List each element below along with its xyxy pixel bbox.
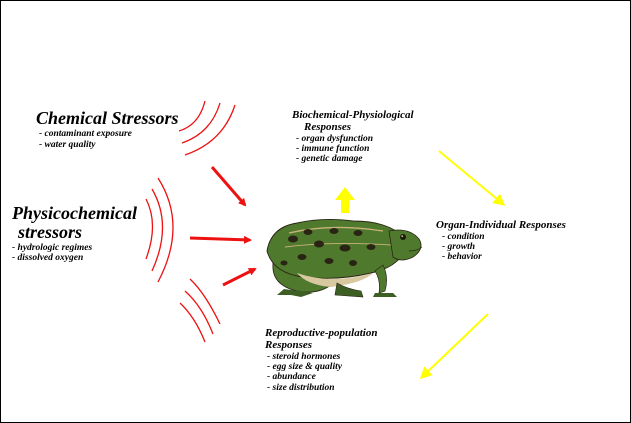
physicochemical-stressor-arcs	[146, 178, 173, 282]
stressor-arrows	[190, 167, 255, 285]
biochemical-title-line2: Responses	[292, 122, 414, 134]
chemical-stressors-title: Chemical Stressors	[36, 109, 179, 128]
chemical-stressors-block: Chemical Stressors - contaminant exposur…	[36, 109, 179, 150]
frog-icon	[267, 219, 422, 297]
physicochemical-item-1: - hydrologic regimes	[12, 243, 137, 253]
biochemical-item-1: - organ dysfunction	[292, 134, 414, 144]
physicochemical-title-line2: stressors	[12, 223, 137, 242]
physicochemical-title-line1: Physicochemical	[12, 204, 137, 223]
physicochemical-arrow	[190, 238, 250, 240]
physicochemical-item-2: - dissolved oxygen	[12, 253, 137, 263]
chemical-item-2: - water quality	[36, 140, 179, 150]
organ-item-2: - growth	[436, 242, 566, 252]
lower-stressor-arcs	[180, 279, 220, 342]
reproductive-title-line2: Responses	[265, 340, 377, 352]
reproductive-item-1: - steroid hormones	[265, 352, 377, 362]
organ-item-1: - condition	[436, 232, 566, 242]
biochemical-item-2: - immune function	[292, 144, 414, 154]
organ-item-3: - behavior	[436, 252, 566, 262]
up-response-arrow	[335, 187, 355, 213]
reproductive-item-3: - abundance	[265, 372, 377, 382]
reproductive-responses-block: Reproductive-population Responses - ster…	[265, 328, 377, 393]
chemical-item-1: - contaminant exposure	[36, 129, 179, 139]
lower-arrow	[223, 269, 255, 285]
reproductive-response-arrow	[422, 314, 488, 377]
chemical-arrow	[212, 167, 245, 205]
physicochemical-stressors-block: Physicochemical stressors - hydrologic r…	[12, 204, 137, 263]
organ-response-arrow	[439, 151, 503, 204]
reproductive-item-4: - size distribution	[265, 383, 377, 393]
chemical-stressor-arcs	[179, 101, 235, 155]
biochemical-item-3: - genetic damage	[292, 154, 414, 164]
organ-title: Organ-Individual Responses	[436, 220, 566, 232]
organ-responses-block: Organ-Individual Responses - condition -…	[436, 220, 566, 263]
biochemical-responses-block: Biochemical-Physiological Responses - or…	[292, 110, 414, 165]
reproductive-item-2: - egg size & quality	[265, 362, 377, 372]
